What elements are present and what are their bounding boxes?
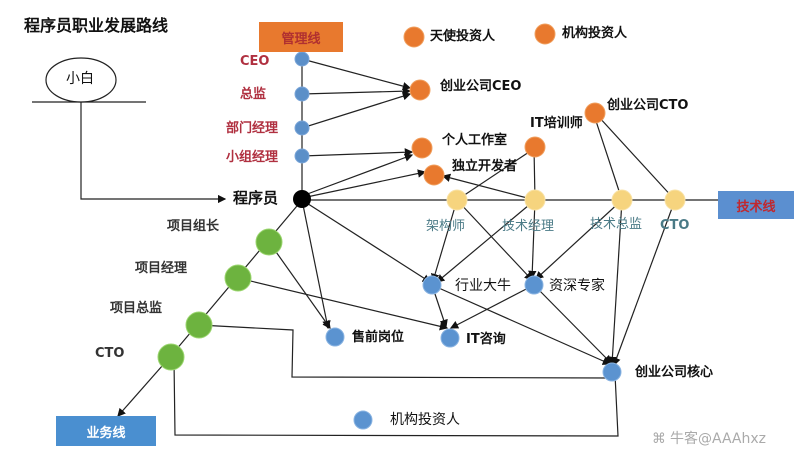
programmer-label: 程序员 xyxy=(233,189,279,207)
blue-label-startup-core: 创业公司核心 xyxy=(635,365,714,380)
orange-label-institutional-investor: 机构投资人 xyxy=(562,26,628,41)
watermark-text: 牛客@AAAhxz xyxy=(670,431,767,447)
mgmt-label-ceo: CEO xyxy=(240,54,270,69)
biz-label-cto: CTO xyxy=(95,346,125,361)
biz-label-project-manager: 项目经理 xyxy=(135,261,188,276)
blue-label-it-consulting: IT咨询 xyxy=(466,332,506,347)
business-line-box: 业务线 xyxy=(56,416,156,446)
mgmt-label-director: 总监 xyxy=(240,87,267,102)
orange-label-angel-investor: 天使投资人 xyxy=(430,29,496,44)
biz-label-project-lead: 项目组长 xyxy=(167,219,220,234)
diagram-title: 程序员职业发展路线 xyxy=(24,16,169,35)
tech-label-cto: CTO xyxy=(660,218,690,233)
biz-label-project-director: 项目总监 xyxy=(110,301,163,316)
watermark: ⌘牛客@AAAhxz xyxy=(652,428,766,448)
blue-label-industry-expert: 行业大牛 xyxy=(455,278,511,294)
orange-label-it-trainer: IT培训师 xyxy=(530,116,583,131)
tech-label-tech-manager: 技术经理 xyxy=(502,219,555,234)
mgmt-label-dept-manager: 部门经理 xyxy=(226,121,279,136)
tech-label-tech-director: 技术总监 xyxy=(590,217,643,232)
business-line-label: 业务线 xyxy=(86,425,126,441)
technical-line-label: 技术线 xyxy=(736,199,776,215)
watermark-logo-icon: ⌘ xyxy=(652,431,666,447)
blue-label-presales: 售前岗位 xyxy=(352,330,405,345)
management-line-label: 管理线 xyxy=(281,31,321,47)
management-line-box: 管理线 xyxy=(259,22,343,52)
orange-label-personal-studio: 个人工作室 xyxy=(442,133,508,148)
orange-label-startup-ceo: 创业公司CEO xyxy=(440,79,522,94)
mgmt-label-team-manager: 小组经理 xyxy=(226,150,279,165)
technical-line-box: 技术线 xyxy=(718,191,794,219)
orange-label-indie-developer: 独立开发者 xyxy=(452,159,518,174)
blue-label-senior-expert: 资深专家 xyxy=(549,278,605,294)
tech-label-architect: 架构师 xyxy=(426,219,466,234)
blue-label-institutional-investor: 机构投资人 xyxy=(390,412,460,428)
orange-label-startup-cto: 创业公司CTO xyxy=(607,98,689,113)
start-node-label: 小白 xyxy=(66,71,94,87)
